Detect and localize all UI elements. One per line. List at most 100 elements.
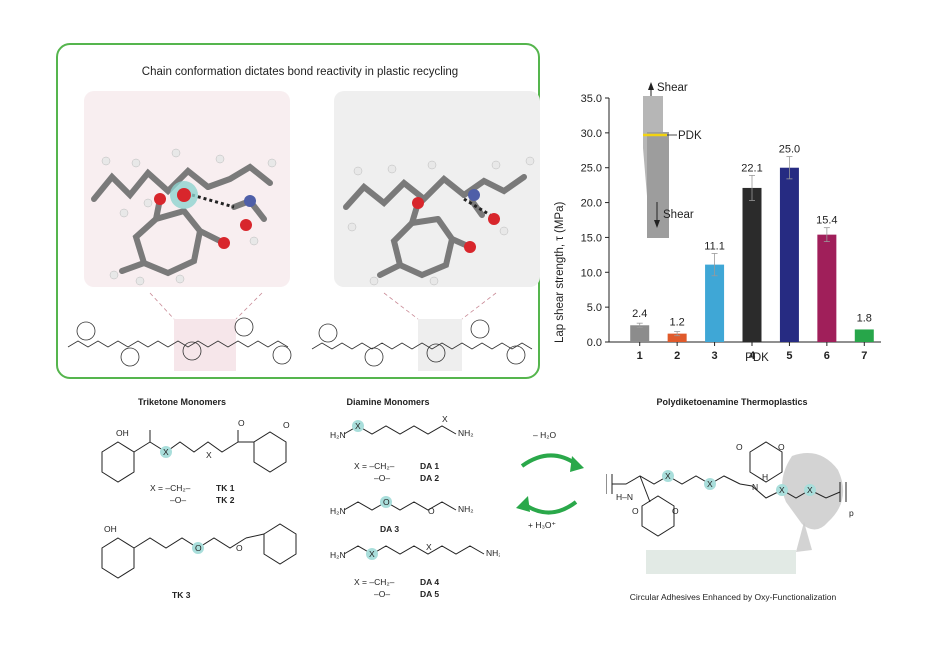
- bar-pdk-6: [817, 234, 837, 342]
- y-tick-label: 15.0: [581, 232, 602, 244]
- svg-text:H₂N: H₂N: [330, 506, 346, 516]
- bar-pdk-5: [779, 167, 799, 342]
- x-tick-label: 1: [637, 350, 643, 362]
- svg-text:X: X: [807, 485, 813, 495]
- svg-text:O: O: [428, 506, 435, 516]
- da-xdef-1a: X = –CH₂–: [354, 461, 395, 471]
- chart-value-labels: 2.4 1.2 11.1 22.1 25.0 15.4 1.8: [632, 144, 872, 329]
- da5-label: DA 5: [420, 589, 440, 599]
- x-tick-label: 4: [749, 350, 756, 362]
- lap-shear-chart: Shear PDK Shear Lap shear strength, τ (M…: [554, 82, 881, 364]
- x-axis-label: PDK: [745, 352, 769, 364]
- value-label-1: 2.4: [632, 308, 647, 320]
- svg-text:X: X: [442, 414, 448, 424]
- svg-text:O: O: [236, 543, 243, 553]
- bar-pdk-2: [667, 333, 687, 342]
- tk-xdef-1: X = –CH₂–: [150, 483, 191, 493]
- y-tick-label: 25.0: [581, 163, 602, 175]
- svg-text:O: O: [195, 543, 202, 553]
- svg-text:H–N: H–N: [616, 492, 633, 502]
- svg-text:OH: OH: [116, 428, 129, 438]
- svg-text:O: O: [778, 442, 785, 452]
- svg-text:H: H: [762, 472, 768, 482]
- svg-text:X: X: [163, 447, 169, 457]
- polymer-title: Polydiketoenamine Thermoplastics: [656, 397, 808, 407]
- da1-label: DA 1: [420, 461, 440, 471]
- svg-text:X: X: [206, 450, 212, 460]
- tk3-label: TK 3: [172, 590, 191, 600]
- svg-text:OH: OH: [104, 524, 117, 534]
- triketone-structures: OH O O X X OH O O: [101, 418, 297, 579]
- reverse-arrow-label: + H₃O⁺: [528, 520, 557, 530]
- x-tick-label: 2: [674, 350, 680, 362]
- repeat-unit-p: p: [849, 508, 854, 518]
- svg-text:X: X: [369, 549, 375, 559]
- da4-label: DA 4: [420, 577, 440, 587]
- diamine-structures: X H₂N X NH₂ H₂N O O NH₂ X H₂N X NH₂: [330, 414, 500, 560]
- svg-text:H₂N: H₂N: [330, 550, 346, 560]
- svg-text:H₂N: H₂N: [330, 430, 346, 440]
- polymer-chain-sketch: [67, 292, 533, 371]
- tk1-label: TK 1: [216, 483, 235, 493]
- bar-pdk-4: [742, 187, 762, 342]
- conformation-panel: Chain conformation dictates bond reactiv…: [56, 43, 540, 379]
- inset-shear-top: Shear: [657, 82, 688, 94]
- y-tick-label: 10.0: [581, 267, 602, 279]
- molecule-model-left: [84, 91, 290, 287]
- polymer-structure: H–N X X NH X X O O O O: [606, 441, 847, 574]
- x-tick-label: 5: [786, 350, 792, 362]
- value-label-5: 25.0: [779, 144, 800, 156]
- value-label-4: 22.1: [741, 162, 762, 174]
- triketone-title: Triketone Monomers: [137, 397, 227, 407]
- value-label-3: 11.1: [704, 240, 725, 252]
- bar-pdk-7: [854, 329, 874, 342]
- value-label-2: 1.2: [669, 316, 684, 328]
- svg-text:O: O: [672, 506, 679, 516]
- da-xdef-1b: X = –CH₂–: [354, 577, 395, 587]
- svg-text:NH₂: NH₂: [458, 504, 474, 514]
- svg-text:O: O: [238, 418, 245, 428]
- svg-text:NH₂: NH₂: [486, 548, 500, 558]
- value-label-6: 15.4: [816, 215, 837, 227]
- y-tick-label: 35.0: [581, 93, 602, 105]
- da2-label: DA 2: [420, 473, 440, 483]
- svg-text:N: N: [752, 482, 758, 492]
- y-tick-label: 0.0: [587, 337, 602, 349]
- y-tick-label: 20.0: [581, 198, 602, 210]
- svg-text:X: X: [707, 479, 713, 489]
- x-tick-label: 6: [824, 350, 830, 362]
- x-tick-label: 3: [712, 350, 718, 362]
- y-axis-label: Lap shear strength, τ (MPa): [554, 201, 566, 343]
- chart-bars: [630, 156, 874, 342]
- svg-text:X: X: [665, 471, 671, 481]
- svg-text:O: O: [736, 442, 743, 452]
- da3-label: DA 3: [380, 524, 400, 534]
- svg-text:X: X: [355, 421, 361, 431]
- value-label-7: 1.8: [857, 312, 872, 324]
- svg-text:O: O: [632, 506, 639, 516]
- bar-pdk-3: [705, 264, 725, 342]
- svg-text:NH₂: NH₂: [458, 428, 474, 438]
- diamine-title: Diamine Monomers: [346, 397, 430, 407]
- tk2-label: TK 2: [216, 495, 235, 505]
- x-tick-label: 7: [861, 350, 867, 362]
- panel-title: Chain conformation dictates bond reactiv…: [141, 66, 459, 78]
- tk-xdef-2: –O–: [170, 495, 187, 505]
- svg-text:X: X: [779, 485, 785, 495]
- inset-shear-bottom: Shear: [663, 209, 694, 221]
- da-xdef-2a: –O–: [374, 473, 391, 483]
- forward-arrow-label: – H₂O: [533, 430, 557, 440]
- svg-text:O: O: [383, 497, 390, 507]
- svg-text:O: O: [283, 420, 290, 430]
- da-xdef-2b: –O–: [374, 589, 391, 599]
- bar-pdk-1: [630, 325, 650, 342]
- reversible-arrows-icon: [516, 453, 584, 515]
- polymer-caption: Circular Adhesives Enhanced by Oxy-Funct…: [629, 592, 837, 602]
- y-tick-label: 30.0: [581, 128, 602, 140]
- molecule-model-right: [334, 91, 540, 287]
- chart-axes: 0.0 5.0 10.0 15.0 20.0 25.0 30.0 35.0 1 2 3 4 5 6 7: [581, 93, 881, 362]
- inset-pdk-label: PDK: [678, 130, 702, 142]
- y-tick-label: 5.0: [587, 302, 602, 314]
- svg-text:X: X: [426, 542, 432, 552]
- shear-test-inset: Shear PDK Shear: [643, 82, 702, 238]
